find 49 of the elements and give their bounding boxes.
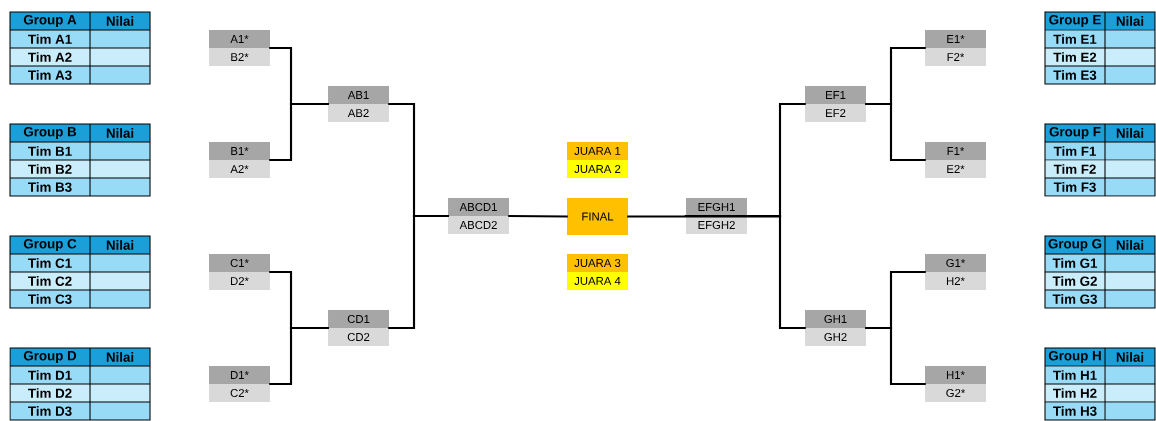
- score-table: Group A Nilai Tim A1 Tim A2 Tim A3: [9, 11, 151, 85]
- match-box: B1* A2*: [209, 142, 270, 178]
- match-box: D1* C2*: [209, 366, 270, 402]
- node-label: B2*: [231, 53, 249, 61]
- score-table: Group G Nilai Tim G1 Tim G2 Tim G3: [1044, 235, 1156, 309]
- bracket-line: [865, 326, 926, 386]
- match-box: A1* B2*: [209, 30, 270, 66]
- node-label: AB2: [347, 109, 369, 117]
- score-table: Group H Nilai Tim H1 Tim H2 Tim H3: [1044, 347, 1156, 421]
- node-label: CD2: [347, 332, 370, 341]
- score-table: Group B Nilai Tim B1 Tim B2 Tim B3: [9, 123, 151, 197]
- node-label: F2*: [947, 53, 965, 61]
- bracket-line: [865, 102, 926, 162]
- node-label: EF2: [826, 109, 846, 117]
- node-label: H2*: [946, 277, 965, 285]
- match-box: AB1 AB2: [328, 86, 389, 122]
- bracket-line: [508, 214, 568, 218]
- match-box: C1* D2*: [209, 254, 270, 290]
- match-box: E1* F2*: [925, 30, 986, 66]
- match-box: ABCD1 ABCD2: [448, 198, 509, 234]
- node-label: EFGH2: [698, 220, 735, 229]
- node-label: D2*: [230, 277, 249, 285]
- bracket-line: [388, 214, 449, 330]
- match-box: CD1 CD2: [328, 310, 389, 346]
- final-box: FINAL: [567, 198, 628, 235]
- match-box: GH1 GH2: [805, 310, 866, 346]
- match-box: H1* G2*: [925, 366, 986, 402]
- winner-box: JUARA 3 JUARA 4: [567, 254, 628, 290]
- node-label: JUARA 4: [574, 277, 621, 285]
- bracket-line: [269, 102, 329, 162]
- score-table: Group D Nilai Tim D1 Tim D2 Tim D3: [9, 347, 151, 421]
- match-box: G1* H2*: [925, 254, 986, 290]
- node-label: E2*: [947, 165, 965, 173]
- match-box: F1* E2*: [925, 142, 986, 178]
- node-label: G2*: [946, 388, 966, 397]
- bracket-line: [269, 326, 329, 386]
- node-label: C2*: [230, 388, 249, 397]
- node-label: ABCD2: [459, 220, 497, 229]
- node-label: A2*: [230, 165, 249, 173]
- score-table: Group E Nilai Tim E1 Tim E2 Tim E3: [1044, 11, 1156, 85]
- winner-box: JUARA 1 JUARA 2: [567, 142, 628, 178]
- bracket-line: [746, 214, 806, 330]
- match-box: EF1 EF2: [805, 86, 866, 122]
- bracket-line: [627, 214, 782, 218]
- match-box: EFGH1 EFGH2: [686, 198, 747, 234]
- node-label: GH2: [824, 332, 847, 341]
- node-label: JUARA 2: [574, 164, 621, 173]
- score-table: Group F Nilai Tim F1 Tim F2 Tim F3: [1044, 123, 1156, 197]
- score-table: Group C Nilai Tim C1 Tim C2 Tim C3: [9, 235, 151, 309]
